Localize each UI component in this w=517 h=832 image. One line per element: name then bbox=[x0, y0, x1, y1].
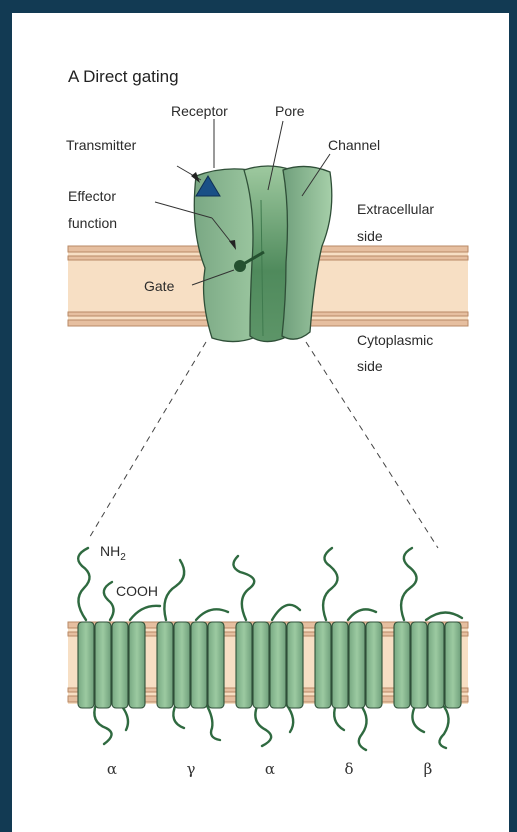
subunit-3 bbox=[236, 622, 303, 708]
transmembrane-helix bbox=[366, 622, 382, 708]
transmembrane-helix bbox=[236, 622, 252, 708]
transmembrane-helix bbox=[174, 622, 190, 708]
label-cytoplasmic-1: Cytoplasmic bbox=[357, 332, 433, 348]
transmembrane-helix bbox=[270, 622, 286, 708]
transmembrane-helix bbox=[208, 622, 224, 708]
transmembrane-helix bbox=[157, 622, 173, 708]
label-receptor: Receptor bbox=[171, 103, 228, 119]
transmembrane-helix bbox=[411, 622, 427, 708]
subunit-label: γ bbox=[187, 760, 196, 778]
label-channel: Channel bbox=[328, 137, 380, 153]
label-gate: Gate bbox=[144, 278, 175, 294]
subunit-4 bbox=[315, 622, 382, 708]
transmembrane-helix bbox=[394, 622, 410, 708]
subunit-label: α bbox=[265, 760, 275, 778]
figure-title: A Direct gating bbox=[68, 67, 179, 86]
transmembrane-helix bbox=[287, 622, 303, 708]
subunit-row bbox=[78, 622, 461, 708]
transmembrane-helix bbox=[95, 622, 111, 708]
zoom-lines bbox=[88, 342, 438, 548]
label-nh2: NH2 bbox=[100, 543, 126, 563]
transmembrane-helix bbox=[112, 622, 128, 708]
subunit-label: δ bbox=[344, 760, 353, 778]
label-effector-2: function bbox=[68, 215, 117, 231]
subunit-2 bbox=[157, 622, 224, 708]
transmembrane-helix bbox=[129, 622, 145, 708]
label-extracellular-2: side bbox=[357, 228, 383, 244]
label-cytoplasmic-2: side bbox=[357, 358, 383, 374]
transmembrane-helix bbox=[332, 622, 348, 708]
transmembrane-helix bbox=[445, 622, 461, 708]
transmembrane-helix bbox=[428, 622, 444, 708]
subunit-label: β bbox=[424, 760, 433, 778]
label-cooh: COOH bbox=[116, 583, 158, 599]
label-pore: Pore bbox=[275, 103, 305, 119]
label-effector-1: Effector bbox=[68, 188, 116, 204]
subunit-label: α bbox=[107, 760, 117, 778]
label-extracellular-1: Extracellular bbox=[357, 201, 434, 217]
transmembrane-helix bbox=[253, 622, 269, 708]
subunit-5 bbox=[394, 622, 461, 708]
transmembrane-helix bbox=[191, 622, 207, 708]
label-transmitter: Transmitter bbox=[66, 137, 137, 153]
transmembrane-helix bbox=[349, 622, 365, 708]
transmembrane-helix bbox=[78, 622, 94, 708]
subunit-1 bbox=[78, 622, 145, 708]
transmembrane-helix bbox=[315, 622, 331, 708]
